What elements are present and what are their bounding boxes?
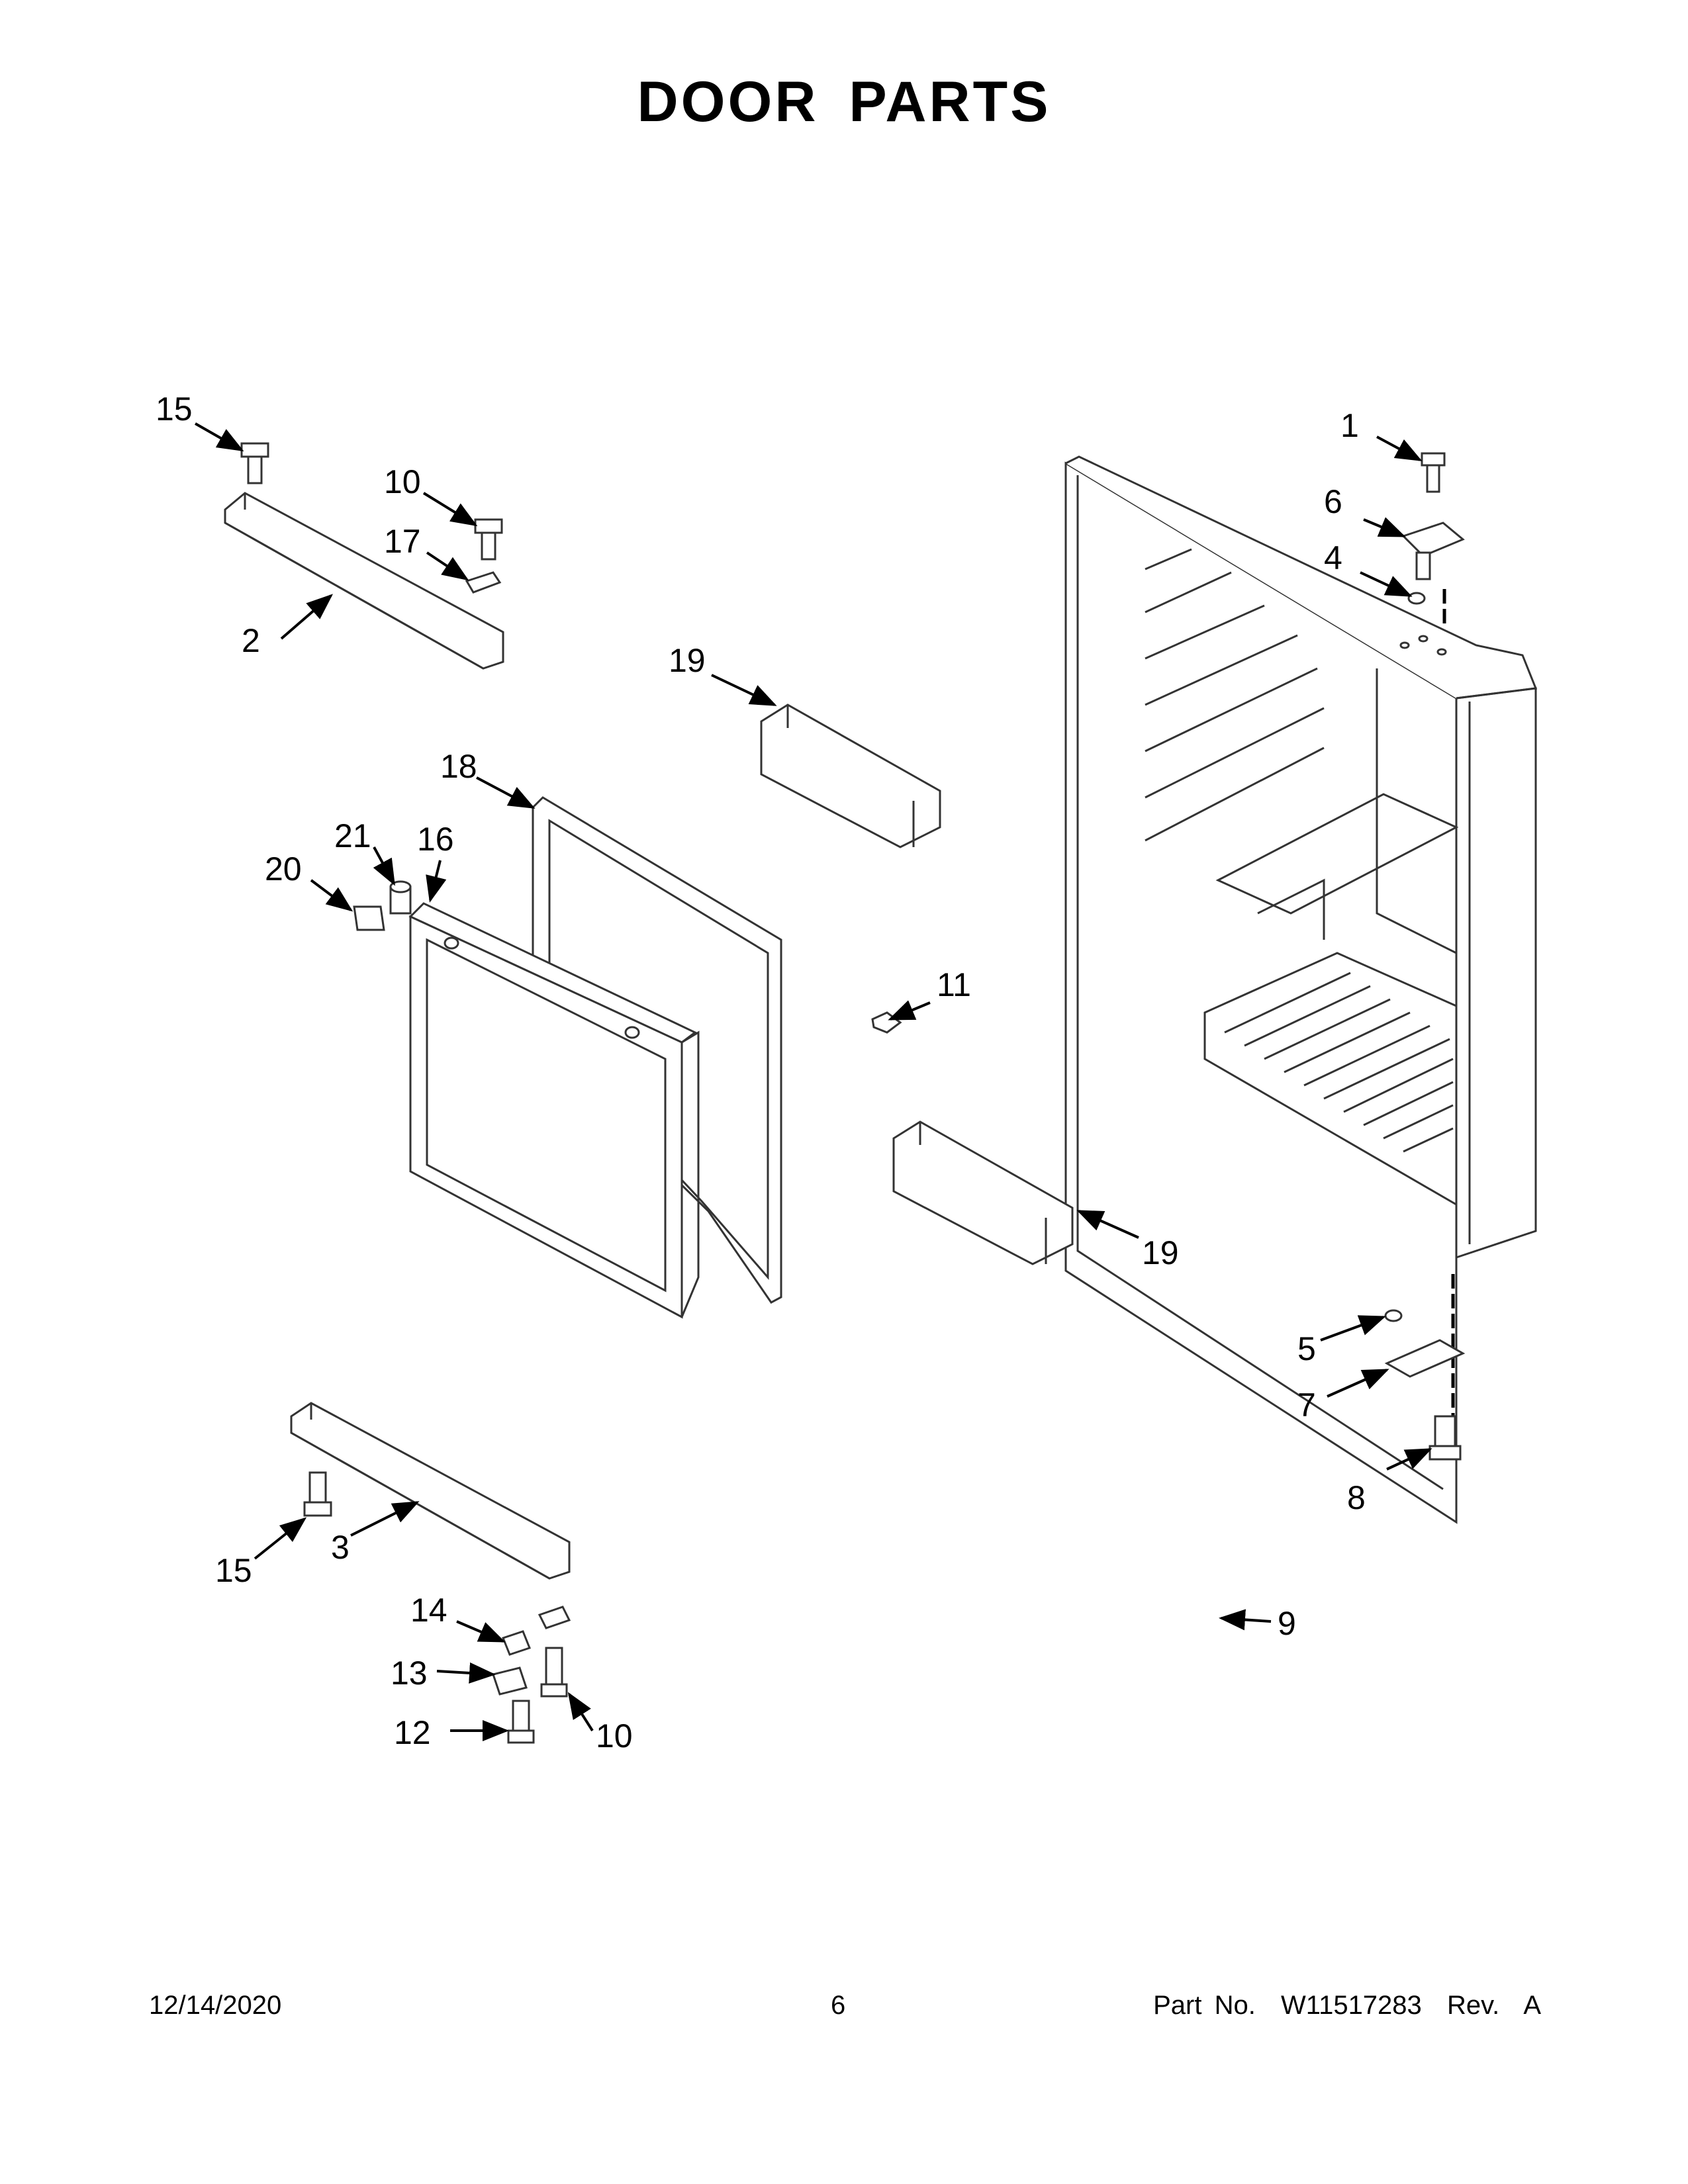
door-closure-pin bbox=[502, 1630, 531, 1656]
door-shelf-lower bbox=[892, 1120, 1074, 1265]
callout-4: 4 bbox=[1324, 539, 1342, 576]
callout-arrows bbox=[195, 422, 1432, 1741]
callout-6: 6 bbox=[1324, 483, 1342, 520]
bracket-shim-top bbox=[465, 571, 502, 594]
refrigerator-cabinet bbox=[1064, 455, 1538, 1524]
callout-19-upper: 19 bbox=[669, 642, 706, 679]
door-shelf-upper bbox=[760, 704, 941, 848]
footer-date: 12/14/2020 bbox=[149, 1991, 282, 2020]
callout-19-lower: 19 bbox=[1142, 1234, 1179, 1271]
callout-14: 14 bbox=[410, 1592, 447, 1629]
bracket-screw-bottom bbox=[540, 1647, 568, 1698]
callout-1: 1 bbox=[1340, 407, 1359, 444]
bracket-screw-top-left bbox=[240, 442, 269, 484]
footer-page-number: 6 bbox=[831, 1991, 846, 2020]
door-stop-pin bbox=[389, 880, 412, 915]
page-title: DOOR PARTS bbox=[637, 70, 1051, 134]
bracket-screw-top bbox=[474, 518, 503, 561]
callout-12: 12 bbox=[394, 1714, 431, 1751]
callout-7: 7 bbox=[1297, 1387, 1316, 1424]
door-pad bbox=[353, 905, 385, 931]
callout-10-top: 10 bbox=[384, 463, 421, 500]
callout-15-bottom: 15 bbox=[215, 1552, 252, 1589]
callout-18: 18 bbox=[440, 748, 477, 785]
callout-3: 3 bbox=[331, 1529, 350, 1566]
lower-door-bracket bbox=[290, 1402, 571, 1580]
door-panel bbox=[408, 902, 700, 1319]
bottom-hinge-screw bbox=[1429, 1415, 1462, 1461]
callout-13: 13 bbox=[391, 1655, 428, 1692]
upper-door-bracket bbox=[224, 492, 504, 670]
door-closure-cam bbox=[492, 1666, 528, 1696]
callout-8: 8 bbox=[1347, 1479, 1366, 1516]
callout-5: 5 bbox=[1297, 1330, 1316, 1367]
bracket-screw-bottom-left bbox=[303, 1471, 332, 1517]
top-hinge bbox=[1401, 522, 1465, 580]
callout-11: 11 bbox=[937, 966, 971, 1003]
bottom-hinge-washer bbox=[1384, 1309, 1403, 1322]
bottom-hinge bbox=[1384, 1339, 1466, 1378]
callout-17: 17 bbox=[384, 523, 421, 560]
callout-10-bottom: 10 bbox=[596, 1717, 633, 1754]
callout-20: 20 bbox=[265, 850, 302, 887]
top-hinge-washer bbox=[1407, 592, 1426, 605]
cam-screw bbox=[507, 1700, 535, 1744]
callout-21: 21 bbox=[334, 817, 371, 854]
footer-part-number: Part No. W11517283 Rev. A bbox=[1153, 1991, 1541, 2020]
callout-15-top: 15 bbox=[156, 390, 193, 428]
callout-2: 2 bbox=[242, 622, 260, 659]
bracket-shim-bottom bbox=[538, 1606, 571, 1629]
callout-16: 16 bbox=[417, 821, 454, 858]
top-hinge-screw bbox=[1421, 452, 1446, 493]
callout-9: 9 bbox=[1278, 1605, 1296, 1642]
